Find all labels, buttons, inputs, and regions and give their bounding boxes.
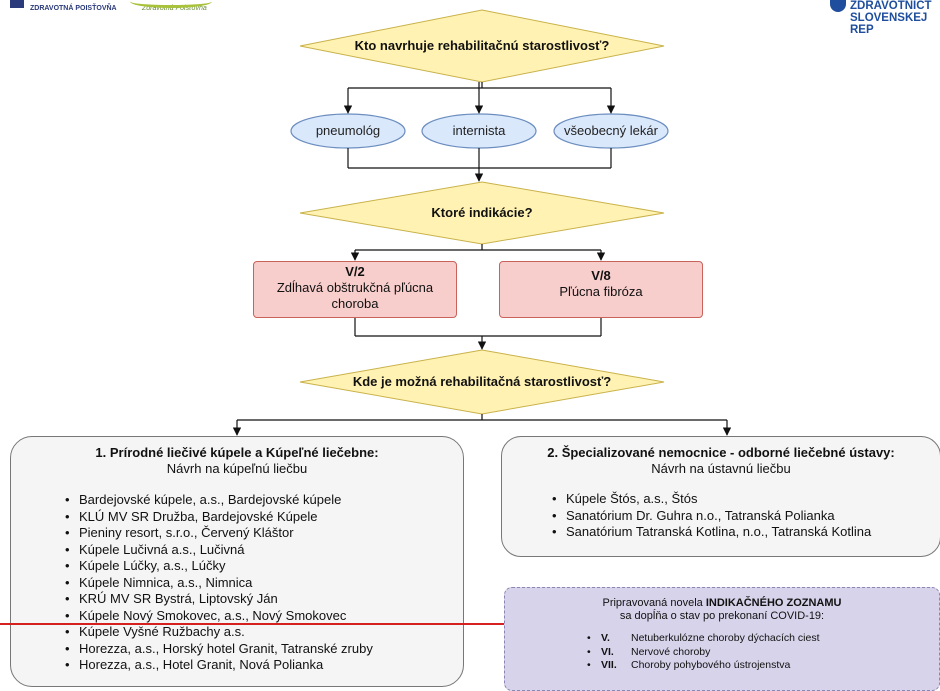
item-label: Netuberkulózne choroby dýchacích ciest bbox=[631, 632, 820, 644]
proposer-label-pneumologist: pneumológ bbox=[315, 123, 381, 138]
list-item: Bardejovské kúpele, a.s., Bardejovské kú… bbox=[65, 492, 463, 509]
list-item: VI. Nervové choroby bbox=[587, 645, 939, 660]
indication-code: V/2 bbox=[345, 264, 365, 279]
connectors bbox=[232, 82, 732, 436]
list-item: Kúpele Lučivná a.s., Lučivná bbox=[65, 542, 463, 559]
list-item: Pieniny resort, s.r.o., Červený Kláštor bbox=[65, 525, 463, 542]
insurer-logo-1-text: ZDRAVOTNÁ POISŤOVŇA bbox=[30, 5, 117, 12]
insurer-logo-2-swoosh bbox=[130, 0, 212, 8]
hospital-box-title: 2. Špecializované nemocnice - odborné li… bbox=[547, 445, 895, 460]
spa-box-subtitle: Návrh na kúpeľnú liečbu bbox=[166, 461, 308, 476]
spa-list: Bardejovské kúpele, a.s., Bardejovské kú… bbox=[11, 492, 463, 674]
list-item: Sanatórium Dr. Guhra n.o., Tatranská Pol… bbox=[552, 508, 940, 525]
list-item: Horezza, a.s., Horský hotel Granit, Tatr… bbox=[65, 641, 463, 658]
insurer-logo-2-text: Zdravotná Poisťovňa bbox=[142, 5, 207, 12]
ministry-logo-line2: SLOVENSKEJ REP bbox=[850, 12, 928, 36]
list-item: Sanatórium Tatranská Kotlina, n.o., Tatr… bbox=[552, 524, 940, 541]
novela-subtitle: sa dopĺňa o stav po prekonaní COVID-19: bbox=[619, 610, 825, 622]
item-label: Choroby pohybového ústrojenstva bbox=[631, 659, 791, 671]
item-number: V. bbox=[601, 632, 610, 644]
list-item: Horezza, a.s., Hotel Granit, Nová Polian… bbox=[65, 657, 463, 674]
list-item: Kúpele Nimnica, a.s., Nimnica bbox=[65, 575, 463, 592]
ministry-logo: ZDRAVOTNÍCT SLOVENSKEJ REP bbox=[830, 0, 940, 36]
indication-label: Zdĺhavá obštrukčná pľúcna choroba bbox=[276, 280, 434, 311]
list-item: KLÚ MV SR Družba, Bardejovské Kúpele bbox=[65, 509, 463, 526]
item-number: VI. bbox=[601, 645, 614, 658]
red-divider-line bbox=[0, 623, 600, 625]
insurer-logo-mark bbox=[10, 0, 24, 8]
question-3-label: Kde je možná rehabilitačná starostlivosť… bbox=[352, 374, 612, 389]
ministry-shield-icon bbox=[830, 0, 846, 12]
hospital-list: Kúpele Štós, a.s., Štós Sanatórium Dr. G… bbox=[502, 491, 940, 541]
ministry-logo-line1: ZDRAVOTNÍCT bbox=[850, 0, 932, 12]
list-item: KRÚ MV SR Bystrá, Liptovský Ján bbox=[65, 591, 463, 608]
list-item: VII. Choroby pohybového ústrojenstva bbox=[587, 659, 939, 673]
indication-code: V/8 bbox=[591, 268, 611, 283]
list-item: Kúpele Lúčky, a.s., Lúčky bbox=[65, 558, 463, 575]
question-1-label: Kto navrhuje rehabilitačnú starostlivosť… bbox=[354, 38, 610, 53]
hospital-facilities-box: 2. Špecializované nemocnice - odborné li… bbox=[501, 436, 940, 557]
novela-title: Pripravovaná novela INDIKAČNÉHO ZOZNAMU bbox=[505, 597, 939, 609]
insurer-logo-1: ZDRAVOTNÁ POISŤOVŇA bbox=[10, 0, 117, 13]
novela-title-prefix: Pripravovaná novela bbox=[602, 597, 706, 609]
list-item: Kúpele Nový Smokovec, a.s., Nový Smokove… bbox=[65, 608, 463, 625]
question-2-label: Ktoré indikácie? bbox=[431, 205, 533, 220]
insurer-logo-2: Zdravotná Poisťovňa bbox=[130, 4, 212, 13]
list-item: V. Netuberkulózne choroby dýchacích ciest bbox=[587, 632, 939, 646]
list-item: Kúpele Štós, a.s., Štós bbox=[552, 491, 940, 508]
proposer-label-internist: internista bbox=[452, 123, 506, 138]
item-label: Nervové choroby bbox=[631, 645, 711, 658]
item-number: VII. bbox=[601, 659, 617, 671]
proposer-label-gp: všeobecný lekár bbox=[564, 123, 658, 138]
novela-list: V. Netuberkulózne choroby dýchacích ciest… bbox=[505, 632, 939, 673]
indication-box-v2: V/2 Zdĺhavá obštrukčná pľúcna choroba bbox=[253, 261, 457, 318]
indication-label: Pľúcna fibróza bbox=[559, 284, 643, 299]
novela-title-bold: INDIKAČNÉHO ZOZNAMU bbox=[705, 597, 842, 609]
spa-box-title: 1. Prírodné liečivé kúpele a Kúpeľné lie… bbox=[95, 445, 379, 460]
novela-note-box: Pripravovaná novela INDIKAČNÉHO ZOZNAMU … bbox=[504, 587, 940, 691]
hospital-box-subtitle: Návrh na ústavnú liečbu bbox=[651, 461, 791, 476]
indication-box-v8: V/8 Pľúcna fibróza bbox=[499, 261, 703, 318]
list-item: Kúpele Vyšné Ružbachy a.s. bbox=[65, 624, 463, 641]
spa-facilities-box: 1. Prírodné liečivé kúpele a Kúpeľné lie… bbox=[10, 436, 464, 687]
